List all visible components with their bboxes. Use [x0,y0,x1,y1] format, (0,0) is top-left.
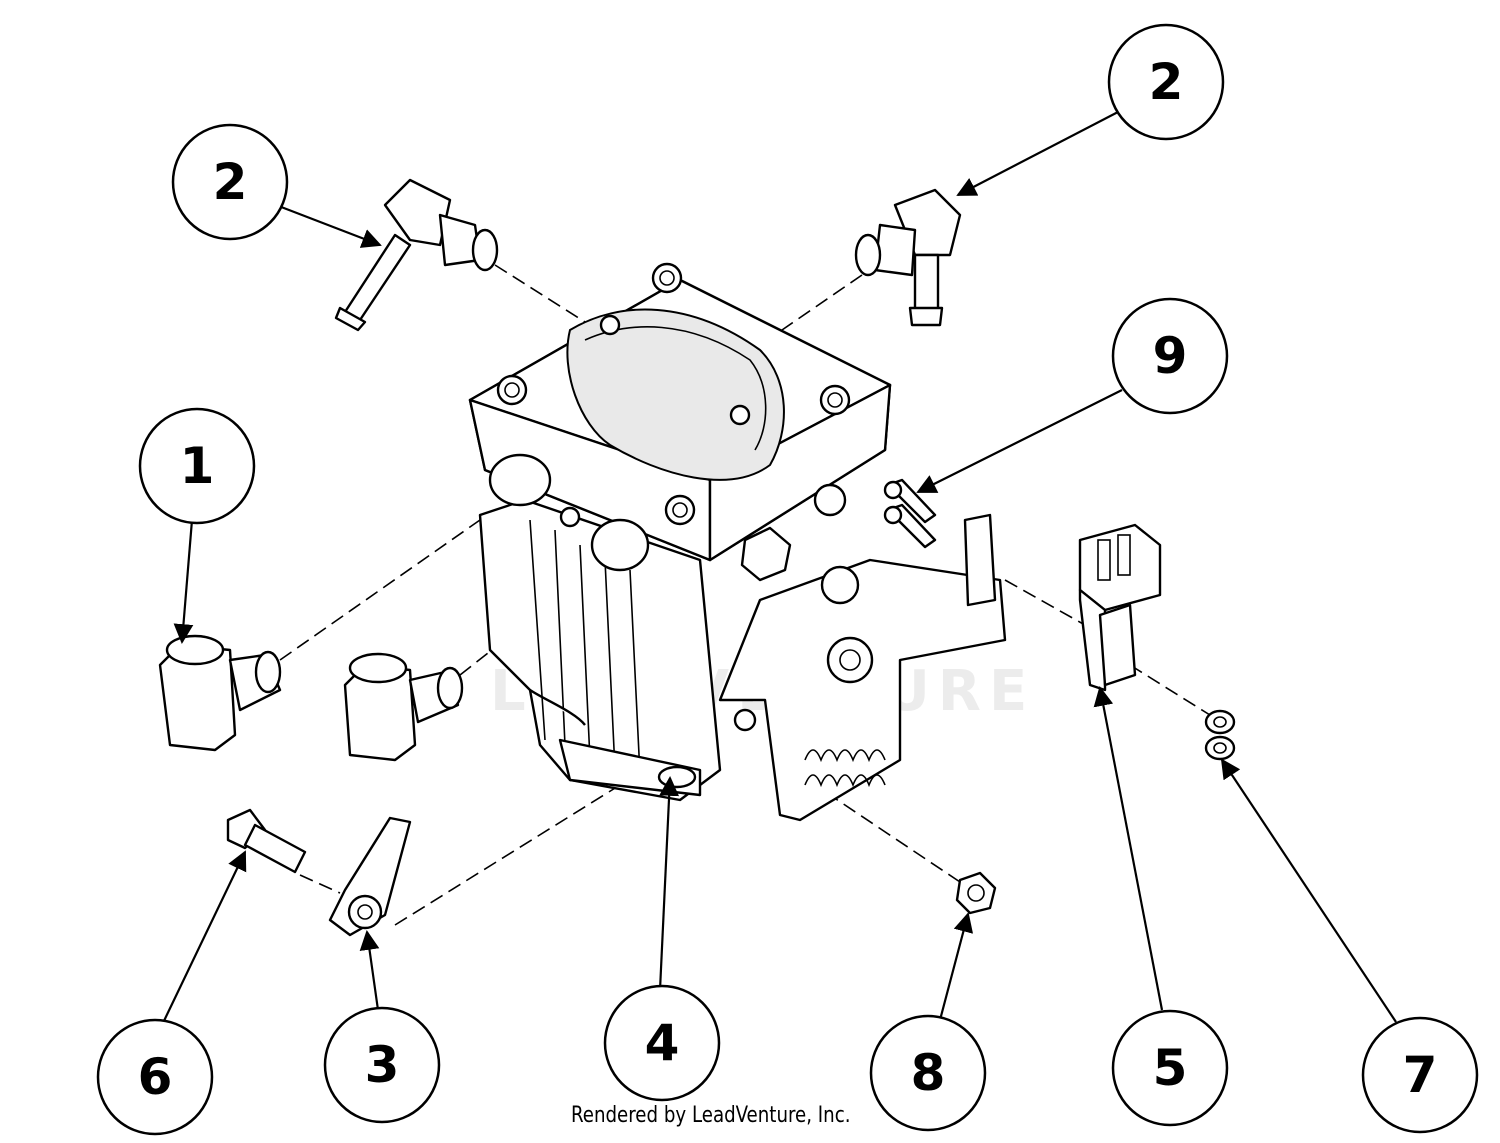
callout-4: 4 [603,984,721,1102]
leader-arrows [161,111,1397,1026]
svg-text:4: 4 [645,1014,680,1072]
screws-9 [883,478,937,549]
svg-text:1: 1 [180,437,215,495]
callout-7: 7 [1361,1016,1479,1134]
callout-9: 9 [1111,297,1229,415]
svg-text:6: 6 [138,1048,173,1106]
bolt-6 [226,808,307,874]
callout-6: 6 [96,1018,214,1136]
control-lever-3 [328,816,412,937]
callout-2-right: 2 [1107,23,1225,141]
svg-text:8: 8 [911,1044,946,1102]
svg-text:2: 2 [1149,53,1184,111]
head-bolts [496,262,851,528]
nuts-7 [1204,709,1236,761]
svg-text:2: 2 [213,153,248,211]
elbow-fitting-right [854,188,962,327]
pump-body-assembly [468,262,1007,822]
callout-3: 3 [323,1006,441,1124]
svg-text:5: 5 [1153,1039,1188,1097]
svg-text:3: 3 [365,1036,400,1094]
hex-nut-8 [955,871,997,915]
port-elbow-fitting-2 [343,652,464,762]
callout-5: 5 [1111,1009,1229,1127]
elbow-fitting-left [334,178,499,332]
safety-switch-5 [1078,523,1162,692]
render-credit: Rendered by LeadVenture, Inc. [571,1103,851,1128]
callout-1: 1 [138,407,256,525]
callout-2-left: 2 [171,123,289,241]
svg-text:9: 9 [1153,327,1188,385]
callout-8: 8 [869,1014,987,1132]
svg-text:7: 7 [1403,1046,1438,1104]
port-elbow-fitting-1 [158,634,282,752]
